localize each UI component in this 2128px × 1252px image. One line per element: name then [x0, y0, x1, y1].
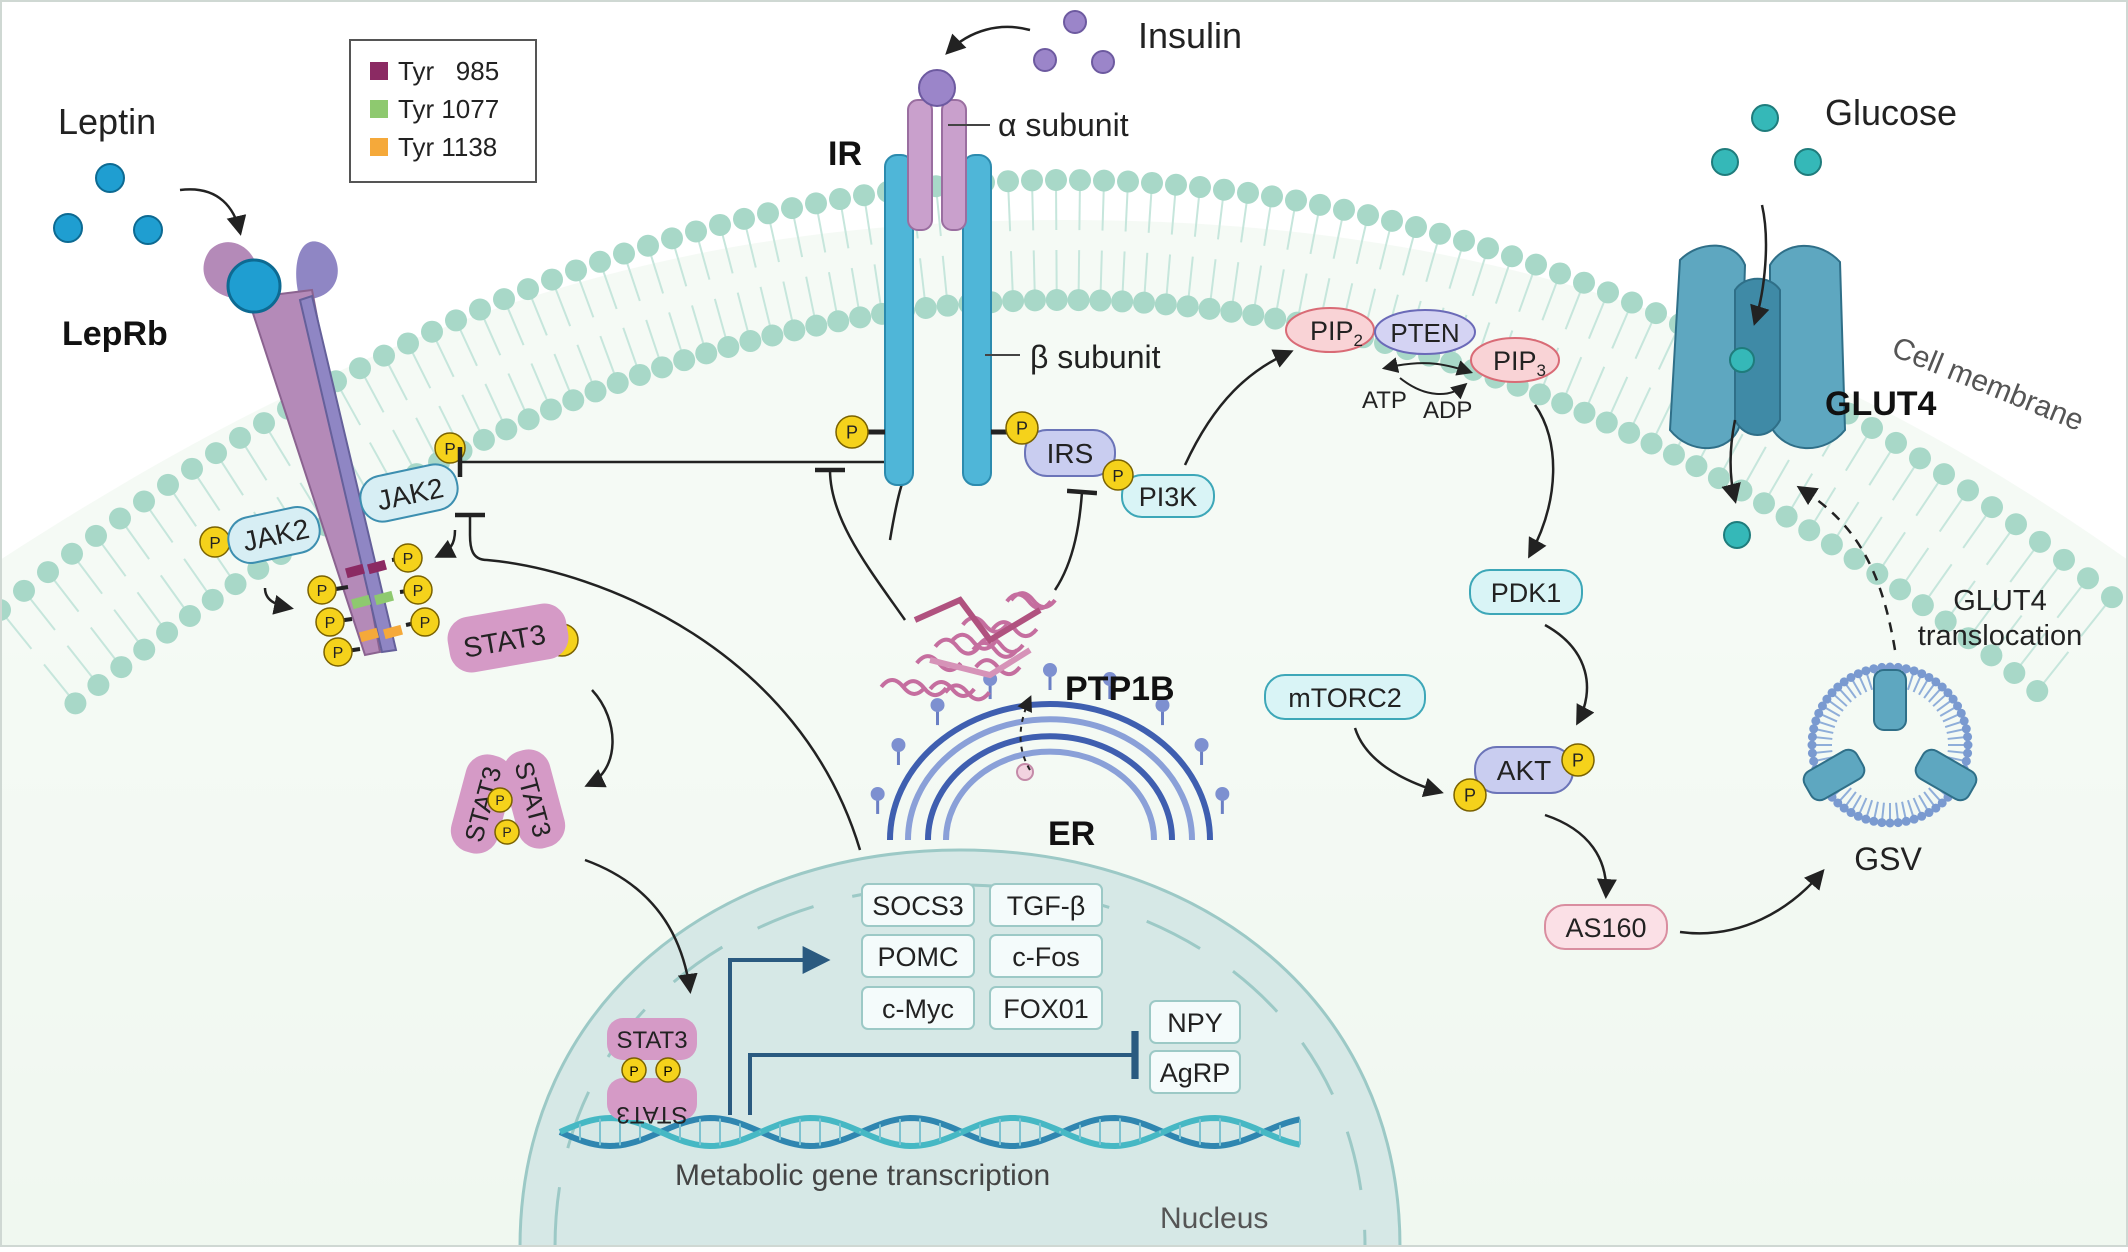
mtorc2: mTORC2 — [1265, 675, 1425, 719]
gene-c-myc: c-Myc — [882, 994, 954, 1024]
irs-label: IRS — [1047, 438, 1094, 469]
insulin-label: Insulin — [1138, 15, 1242, 56]
nucleus-label: Nucleus — [1160, 1202, 1268, 1235]
gene-agrp: AgRP — [1160, 1058, 1231, 1088]
glucose-molecule — [1712, 149, 1738, 175]
leprb-label: LepRb — [62, 315, 168, 353]
glucose-intracellular — [1724, 522, 1750, 548]
glut4-subunit-left — [1670, 246, 1745, 449]
insulin-molecule — [1064, 11, 1086, 33]
pten: PTEN — [1375, 310, 1475, 354]
pip2: PIP2 — [1286, 308, 1374, 352]
phospho-label: P — [209, 533, 220, 552]
glucose-molecule — [1752, 105, 1778, 131]
gene-c-fos: c-Fos — [1012, 942, 1080, 972]
gene-transcription-label: Metabolic gene transcription — [675, 1159, 1050, 1192]
legend-swatch-tyr-1138 — [370, 138, 388, 156]
pip3: PIP3 — [1471, 338, 1559, 382]
phospho-label: P — [629, 1063, 638, 1079]
irs-protein: IRS — [1025, 430, 1115, 476]
phospho-label: P — [1572, 751, 1584, 771]
phospho-label: P — [663, 1063, 672, 1079]
bound-leptin — [228, 260, 280, 312]
pi3k-label: PI3K — [1139, 482, 1198, 512]
legend-label-tyr-1077: Tyr 1077 — [398, 94, 499, 124]
bound-insulin — [919, 70, 955, 106]
leptin-molecule — [96, 164, 124, 192]
pdk1: PDK1 — [1470, 570, 1582, 614]
glucose-in-transit — [1730, 348, 1754, 372]
glut4-label: GLUT4 — [1825, 385, 1937, 423]
ir-label: IR — [828, 135, 862, 173]
stat3-label: STAT3 — [616, 1027, 687, 1054]
pdk1-label: PDK1 — [1491, 578, 1562, 608]
ir-alpha-subunit-left — [908, 100, 932, 230]
insulin-molecule — [1034, 49, 1056, 71]
leptin-molecule — [54, 214, 82, 242]
gene-pomc: POMC — [878, 942, 959, 972]
phospho-label: P — [1464, 786, 1476, 806]
gsv-label: GSV — [1854, 841, 1922, 877]
pi3k-protein: PI3K — [1122, 475, 1214, 517]
gene-npy: NPY — [1167, 1008, 1223, 1038]
phospho-label: P — [444, 439, 455, 458]
legend-swatch-tyr-985 — [370, 62, 388, 80]
legend-swatch-tyr-1077 — [370, 100, 388, 118]
gene-fox01: FOX01 — [1003, 994, 1089, 1024]
phospho-label: P — [846, 423, 858, 443]
phospho-label: P — [413, 583, 424, 600]
glucose-label: Glucose — [1825, 92, 1957, 133]
phospho-label: P — [333, 645, 344, 662]
phospho-label: P — [325, 615, 336, 632]
glut4-translocation-label-1: GLUT4 — [1953, 585, 2046, 617]
phospho-label: P — [1112, 466, 1123, 485]
phospho-label: P — [420, 615, 431, 632]
as160: AS160 — [1545, 905, 1667, 949]
akt-label: AKT — [1497, 755, 1551, 786]
phospho-label: P — [403, 551, 414, 568]
alpha-subunit-label: α subunit — [998, 107, 1129, 143]
legend-label-tyr-1138: Tyr 1138 — [398, 132, 497, 162]
ptp1b-label: PTP1B — [1065, 670, 1175, 708]
legend: Tyr 985 Tyr 1077 Tyr 1138 — [350, 40, 536, 182]
insulin-molecule — [1092, 51, 1114, 73]
gene-tgf-beta: TGF-β — [1007, 891, 1086, 921]
mtorc2-label: mTORC2 — [1288, 683, 1402, 713]
er-label: ER — [1048, 815, 1095, 853]
ir-alpha-subunit-right — [942, 100, 966, 230]
leptin-molecule — [134, 216, 162, 244]
atp-label: ATP — [1362, 387, 1407, 414]
stat3-label-inverted: STAT3 — [616, 1101, 687, 1128]
phospho-label: P — [495, 792, 504, 808]
adp-label: ADP — [1423, 397, 1472, 424]
leptin-label: Leptin — [58, 101, 156, 142]
gene-socs3: SOCS3 — [872, 891, 964, 921]
glucose-molecule — [1795, 149, 1821, 175]
beta-subunit-label: β subunit — [1030, 339, 1161, 375]
glut4-translocation-label-2: translocation — [1918, 620, 2082, 652]
ir-beta-subunit-right — [963, 155, 991, 485]
pten-label: PTEN — [1390, 318, 1459, 348]
phospho-label: P — [317, 583, 328, 600]
phospho-label: P — [502, 824, 511, 840]
as160-label: AS160 — [1565, 913, 1646, 943]
legend-label-tyr-985: Tyr 985 — [398, 56, 499, 86]
phospho-label: P — [1016, 419, 1028, 439]
akt: AKT — [1475, 747, 1573, 793]
